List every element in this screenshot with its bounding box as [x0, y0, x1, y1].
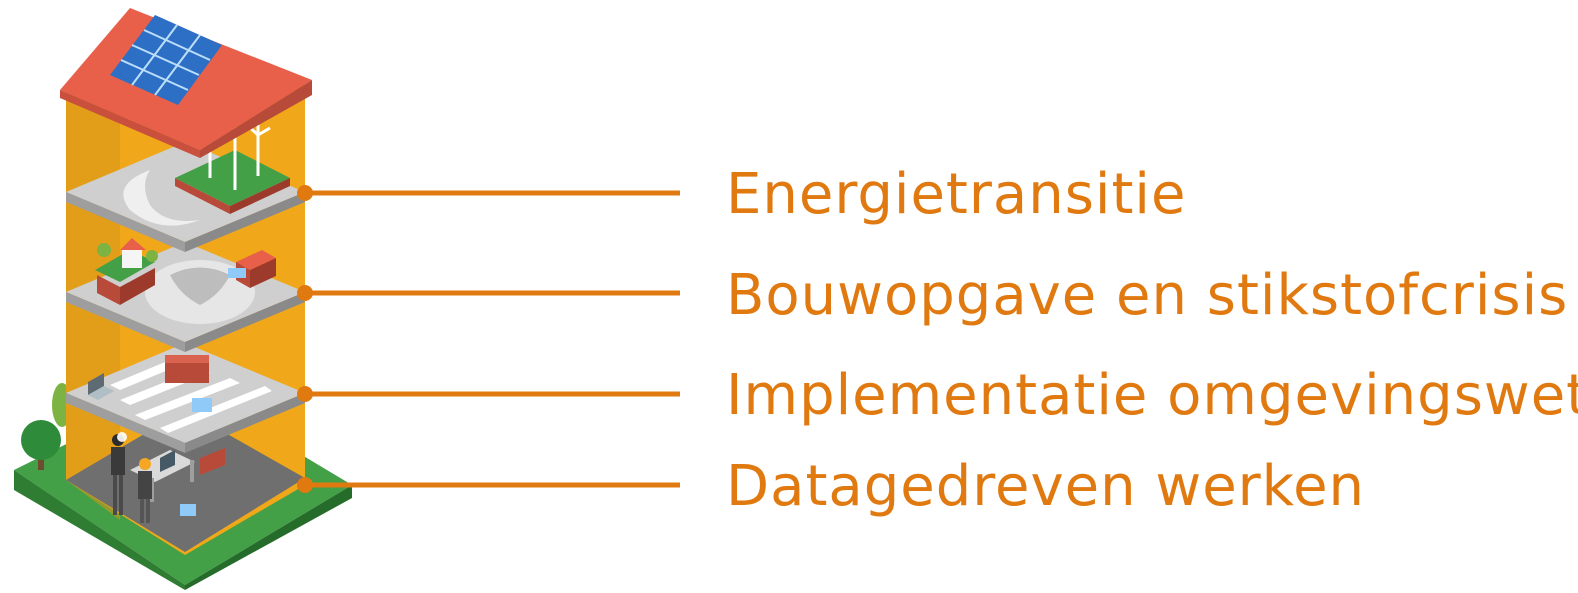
- connector-dot-0: [297, 185, 313, 201]
- layer-label-bouwopgave: Bouwopgave en stikstofcrisis: [726, 263, 1569, 328]
- connector-dot-3: [297, 477, 313, 493]
- floor-slab-2: [66, 238, 305, 352]
- layer-label-omgevingswet: Implementatie omgevingswet: [726, 363, 1578, 428]
- connector-dots: [297, 185, 313, 493]
- ground-floor: [66, 410, 305, 552]
- layer-label-energietransitie: Energietransitie: [726, 162, 1187, 227]
- layer-label-datagedreven: Datagedreven werken: [726, 454, 1366, 519]
- roof: [60, 8, 312, 158]
- connector-dot-2: [297, 386, 313, 402]
- connector-lines: [305, 190, 680, 488]
- laptop-icon: [88, 373, 114, 400]
- solar-panel-icon: [110, 15, 222, 105]
- people-at-desk-icon: [111, 432, 152, 523]
- connector-dot-1: [297, 285, 313, 301]
- house-icon: [95, 238, 158, 305]
- floor-slab-3: [66, 343, 305, 475]
